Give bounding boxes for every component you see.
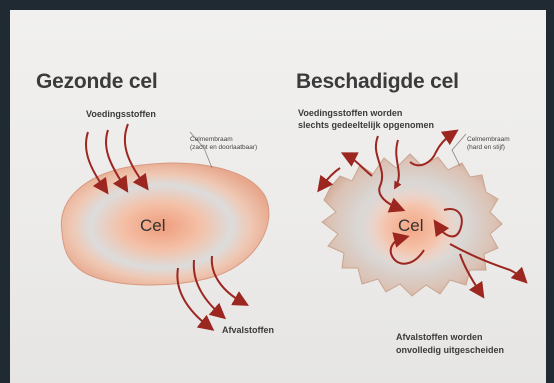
healthy-membrane-label: Celmembraam — [190, 136, 233, 144]
damaged-membrane-leader — [452, 134, 466, 166]
healthy-cell-label: Cel — [140, 216, 166, 236]
damaged-waste-line2: onvolledig uitgescheiden — [396, 344, 504, 356]
damaged-nutrients-line1: Voedingsstoffen worden — [298, 107, 402, 119]
damaged-waste-line1: Afvalstoffen worden — [396, 331, 483, 343]
healthy-cell-title: Gezonde cel — [36, 70, 158, 94]
healthy-waste-label: Afvalstoffen — [222, 324, 274, 336]
damaged-cell-label: Cel — [398, 216, 424, 236]
damaged-membrane-label: Celmembraam — [467, 136, 510, 144]
damaged-nutrients-line2: slechts gedeeltelijk opgenomen — [298, 119, 434, 131]
healthy-nutrients-label: Voedingsstoffen — [86, 108, 156, 120]
damaged-cell-title: Beschadigde cel — [296, 70, 459, 94]
damaged-membrane-note: (hard en stijf) — [467, 144, 505, 152]
healthy-membrane-note: (zacht en doorlaatbaar) — [190, 144, 257, 152]
